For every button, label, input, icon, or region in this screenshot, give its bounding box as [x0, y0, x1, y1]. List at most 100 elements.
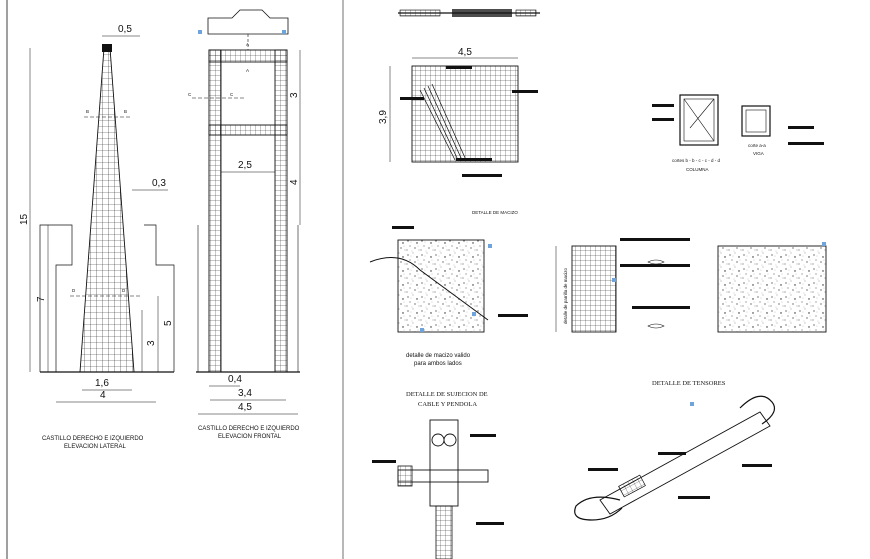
tower-lateral-outline — [79, 47, 135, 373]
mesh-anchor-fan — [419, 83, 467, 161]
sujecion-label-bar-1 — [470, 434, 496, 437]
dim-base-inner-label: 1,6 — [95, 378, 109, 389]
macizo-ring-1 — [647, 259, 665, 265]
tensor-eye-top — [739, 395, 775, 425]
sujecion-detail: DETALLE DE SUJECION DE CABLE Y PENDOLA — [372, 391, 504, 559]
dim-mid-front-label: 4 — [289, 179, 300, 185]
tower-front-caption-2: ELEVACION FRONTAL — [218, 434, 282, 440]
mesh-label-bar-1 — [446, 66, 472, 69]
section-column — [679, 94, 719, 146]
dim-base-outer-front-label: 4,5 — [238, 402, 252, 413]
section-a-bottom: A — [246, 68, 249, 73]
section-b-right: B — [124, 109, 127, 114]
tensor-eye-bottom — [574, 496, 623, 521]
sujecion-cable-left — [431, 433, 445, 447]
tower-lateral-caption-2: ELEVACION LATERAL — [64, 444, 126, 450]
section-d-left: D — [72, 288, 76, 293]
dim-upper-label: 3 — [289, 92, 300, 98]
tensores-detail: DETALLE DE TENSORES — [574, 380, 775, 521]
macizo-label-bar-4 — [620, 264, 690, 267]
macizo-side-label: detalle de parrilla de macizo — [563, 267, 568, 324]
mesh-grid — [411, 65, 519, 163]
section-beam-inner — [745, 109, 767, 133]
section-beam — [741, 105, 771, 137]
mesh-height-label: 3,9 — [378, 110, 389, 124]
section-label-bar-4 — [788, 142, 824, 145]
tower-lateral-stepped-outline — [39, 224, 73, 372]
dim-height-label: 15 — [19, 213, 30, 225]
macizo-grid-mesh — [571, 245, 617, 333]
macizo-label-bar-3 — [620, 238, 690, 241]
section-a-top: A — [246, 42, 249, 47]
mesh-label-bar-5 — [462, 174, 502, 177]
tensor-clamp — [618, 474, 646, 498]
section-column-inner — [683, 98, 715, 142]
section-column-ties — [683, 98, 715, 142]
macizo-ring-2 — [647, 323, 665, 329]
dim-inner-label: 2,5 — [238, 160, 252, 171]
macizo-detail: DETALLE DE MACIZO detalle de macizo vali… — [369, 210, 827, 367]
mesh-width-label: 4,5 — [458, 47, 472, 58]
front-top-beam — [208, 49, 288, 63]
sujecion-cable-right — [443, 433, 457, 447]
section-c-left: C — [188, 92, 192, 97]
dim-right-label: 0,3 — [152, 178, 166, 189]
mesh-label-bar-4 — [456, 158, 492, 161]
tower-lateral-stepped-outline-right — [144, 224, 175, 372]
sujecion-title-2: CABLE Y PENDOLA — [418, 401, 477, 408]
sujecion-title-1: DETALLE DE SUJECION DE — [406, 391, 488, 398]
macizo-label-bar-5 — [632, 306, 690, 309]
sujecion-pendola — [435, 505, 453, 559]
section-d-right: D — [122, 288, 126, 293]
tower-front-elevation: A A C C 3 4 2,5 0,4 3,4 4,5 CASTILLO DER… — [188, 9, 301, 440]
front-left-column — [208, 49, 222, 373]
sections-caption-4: VIGA — [753, 151, 764, 156]
sujecion-nut — [397, 465, 413, 487]
macizo-label-bar-2 — [498, 314, 528, 317]
sections-caption-2: COLUMNA — [686, 167, 709, 172]
macizo-anchor — [369, 257, 489, 321]
section-b-left: B — [86, 109, 89, 114]
tensor-label-bar-4 — [678, 496, 710, 499]
legend-strip — [398, 9, 540, 17]
tensores-title: DETALLE DE TENSORES — [652, 380, 726, 387]
front-mid-beam — [208, 124, 288, 136]
sections-caption-3: corte a-a — [748, 143, 766, 148]
section-label-bar-1 — [652, 104, 674, 107]
dim-base-inner-front-label: 3,4 — [238, 388, 252, 399]
dim-right-b-label: 3 — [146, 340, 157, 346]
tensor-label-bar-1 — [588, 468, 618, 471]
macizo-title: DETALLE DE MACIZO — [472, 210, 518, 215]
sections-caption-1: cortes b - b - c - c - d - d — [672, 158, 721, 163]
mesh-label-bar-2 — [400, 97, 424, 100]
tower-front-caption-1: CASTILLO DERECHO E IZQUIERDO — [198, 426, 300, 432]
dim-top-label: 0,5 — [118, 24, 132, 35]
dim-right-a-label: 5 — [163, 320, 174, 326]
sujecion-label-bar-3 — [476, 522, 504, 525]
dim-col-label: 0,4 — [228, 374, 242, 385]
mesh-label-bar-3 — [512, 90, 538, 93]
section-label-bar-3 — [788, 126, 814, 129]
tensor-label-bar-2 — [658, 452, 686, 455]
tower-lateral-elevation: 0,5 15 0,3 7 5 3 1,6 4 B B D D CASTILLO … — [19, 24, 175, 450]
tensor-body — [599, 411, 771, 515]
dim-mid-label: 7 — [36, 296, 47, 302]
sujecion-label-bar-2 — [372, 460, 396, 463]
section-c-right: C — [230, 92, 234, 97]
section-label-bar-2 — [652, 118, 674, 121]
front-right-column — [274, 49, 288, 373]
dim-base-outer-label: 4 — [100, 390, 106, 401]
tower-lateral-cap — [102, 44, 112, 52]
front-top-cap — [207, 9, 289, 35]
macizo-caption-2: para ambos lados — [414, 361, 462, 367]
tensor-label-bar-3 — [742, 464, 772, 467]
sujecion-plate — [429, 419, 459, 507]
macizo-label-bar-1 — [392, 226, 414, 229]
cad-grips — [198, 30, 826, 406]
macizo-block-2 — [717, 245, 827, 333]
mesh-detail: 4,5 3,9 — [378, 47, 538, 177]
macizo-caption-1: detalle de macizo valido — [406, 353, 471, 359]
section-details: cortes b - b - c - c - d - d COLUMNA cor… — [652, 94, 824, 172]
tower-lateral-caption-1: CASTILLO DERECHO E IZQUIERDO — [42, 436, 144, 442]
